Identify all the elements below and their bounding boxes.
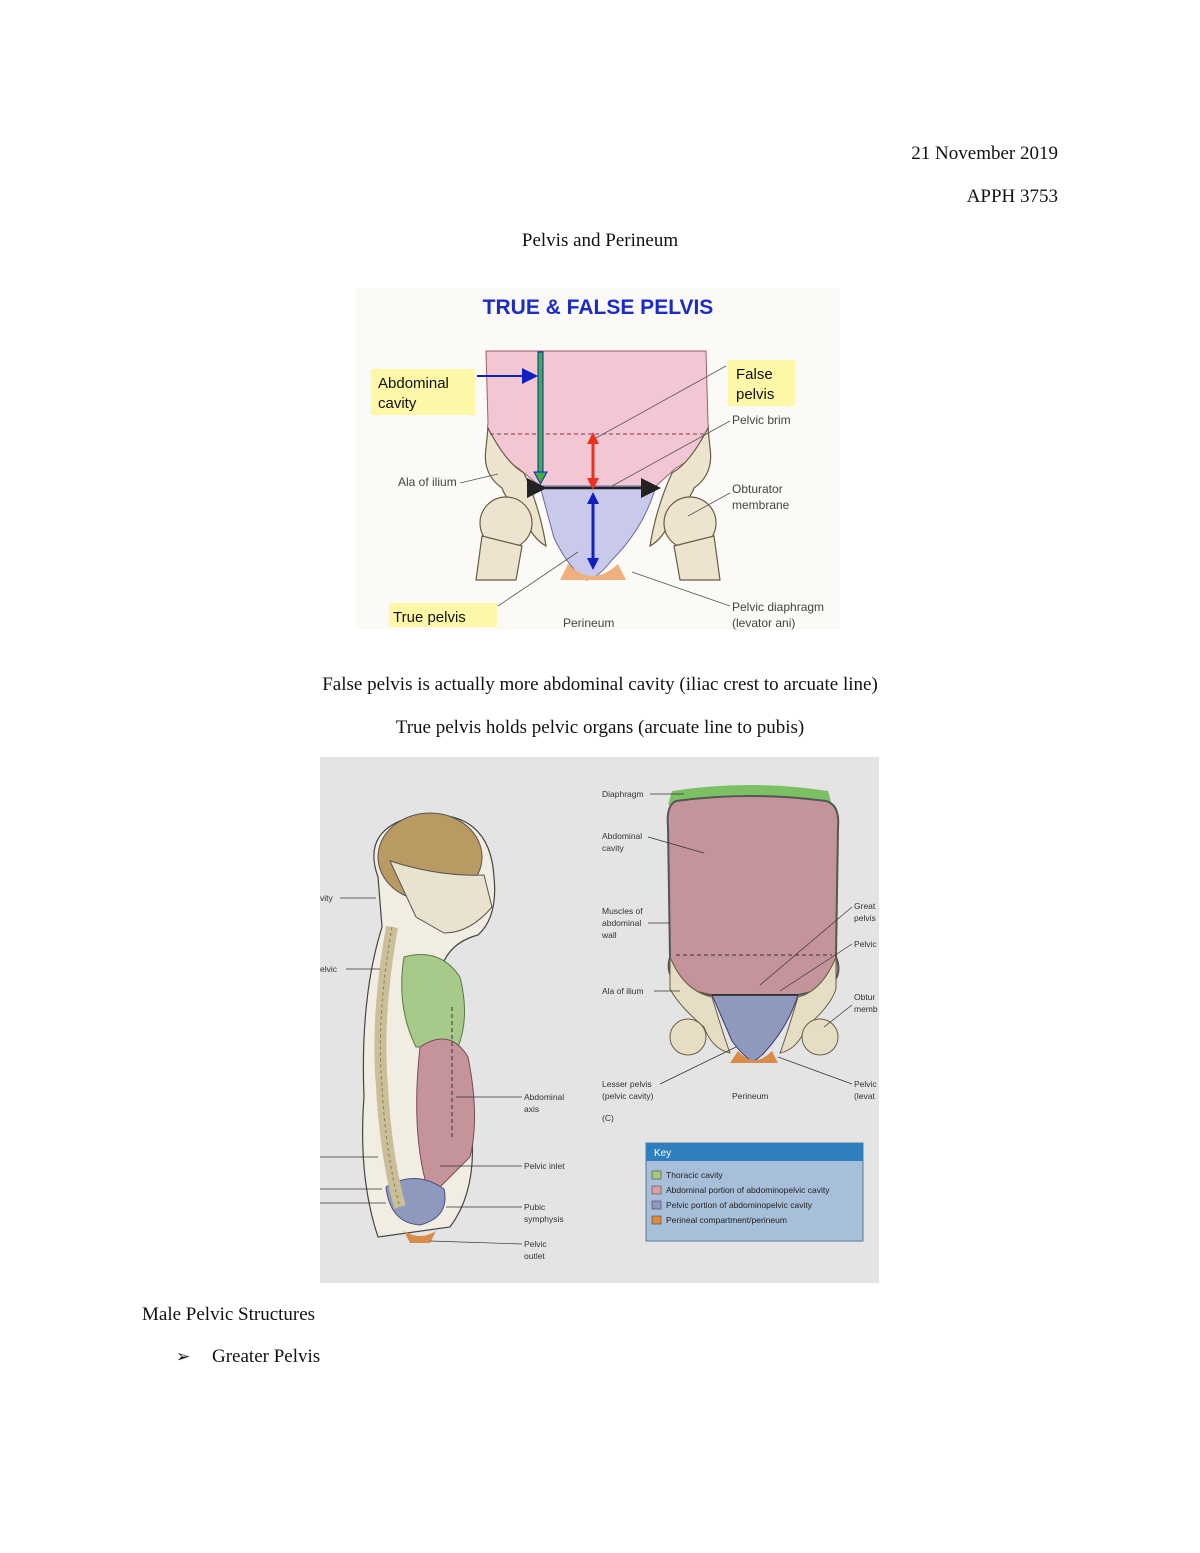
pelvic-diaphragm-label: Pelvic diaphragm xyxy=(732,600,824,614)
false-pelvis-label: False xyxy=(736,366,773,383)
perineum-label: Perineum xyxy=(563,616,614,630)
ala-of-ilium-label: Ala of ilium xyxy=(398,475,457,489)
green-arrow xyxy=(537,351,544,473)
pelvic-diaphragm-right-label-line2: (levat xyxy=(854,1091,875,1101)
page-title: Pelvis and Perineum xyxy=(521,230,679,251)
pelvic-outlet-label: Pelvic xyxy=(524,1239,547,1249)
key-swatch-thoracic xyxy=(651,1170,662,1180)
obturator-membrane-label: Obturator xyxy=(732,482,783,496)
muscles-abdominal-wall-label: Muscles of xyxy=(602,906,643,916)
key-swatch-pelvic xyxy=(651,1200,662,1210)
course-code: APPH 3753 xyxy=(966,186,1058,207)
abdominal-region xyxy=(485,350,709,487)
figure1-heading: TRUE & FALSE PELVIS xyxy=(483,296,714,319)
perineum-right-label: Perineum xyxy=(732,1091,768,1101)
perineum-region xyxy=(560,564,626,580)
key-label-perineal: Perineal compartment/perineum xyxy=(666,1215,787,1225)
pubic-symphysis-label: Pubic xyxy=(524,1202,546,1212)
thoracic-cavity-shape xyxy=(401,954,466,1048)
true-pelvis-box xyxy=(389,603,497,627)
lesser-pelvis-label: Lesser pelvis xyxy=(602,1079,652,1089)
abdominal-cavity-box xyxy=(371,369,475,415)
key-label-thoracic: Thoracic cavity xyxy=(666,1170,723,1180)
muscles-abdominal-wall-label-line2: abdominal xyxy=(602,918,641,928)
ala-of-ilium-right-label: Ala of ilium xyxy=(602,986,644,996)
abdominal-cavity-shape xyxy=(416,1038,476,1198)
left-pelvic-partial-label: elvic xyxy=(320,964,338,974)
abdominal-cavity-label: Abdominal xyxy=(378,375,449,392)
pelvic-inlet-label: Pelvic inlet xyxy=(524,1161,565,1171)
diaphragm-label: Diaphragm xyxy=(602,789,644,799)
date-text: 21 November 2019 xyxy=(911,143,1058,164)
caption-true-pelvis: True pelvis holds pelvic organs (arcuate… xyxy=(395,717,805,738)
abdominal-axis-label-line2: axis xyxy=(524,1104,539,1114)
key-heading: Key xyxy=(654,1148,671,1159)
false-pelvis-label-line2: pelvis xyxy=(736,386,774,403)
bullet-item: Greater Pelvis xyxy=(212,1346,321,1367)
pelvic-right-partial-label: Pelvic xyxy=(854,939,877,949)
caption-false-pelvis: False pelvis is actually more abdominal … xyxy=(322,674,878,695)
panel-letter-c: (C) xyxy=(602,1113,614,1123)
lesser-pelvis-label-line2: (pelvic cavity) xyxy=(602,1091,654,1101)
obturator-membrane-label-line2: membrane xyxy=(732,498,790,512)
right-hip-bone xyxy=(649,425,721,581)
greater-pelvis-label: Great xyxy=(854,901,876,911)
lateral-body-illustration xyxy=(362,812,496,1243)
false-pelvis-box xyxy=(728,360,795,406)
greater-pelvis-label-line2: pelvis xyxy=(854,913,876,923)
pelvic-brim-label: Pelvic brim xyxy=(732,413,791,427)
color-key: Key Thoracic cavity Abdominal portion of… xyxy=(645,1142,864,1242)
true-false-pelvis-figure: TRUE & FALSE PELVIS xyxy=(356,288,840,630)
pelvic-outlet-label-line2: outlet xyxy=(524,1251,545,1261)
frontal-cavity-illustration xyxy=(666,785,840,1063)
key-swatch-perineal xyxy=(651,1215,662,1225)
pelvic-diaphragm-right-label: Pelvic xyxy=(854,1079,877,1089)
left-cavity-partial-label: vity xyxy=(320,893,334,903)
abdominal-cavity-label-line2: cavity xyxy=(378,395,417,412)
key-swatch-abdominal xyxy=(651,1185,662,1195)
abdominal-cavity-right-label-line2: cavity xyxy=(602,843,624,853)
pelvic-region xyxy=(539,485,657,581)
obturator-right-label: Obtur xyxy=(854,992,875,1002)
left-hip-bone xyxy=(475,425,547,581)
true-pelvis-label: True pelvis xyxy=(393,609,466,626)
arrow-bullet-icon: ➢ xyxy=(176,1347,191,1367)
key-label-pelvic: Pelvic portion of abdominopelvic cavity xyxy=(666,1200,813,1210)
abdominal-cavity-right-label: Abdominal xyxy=(602,831,642,841)
muscles-abdominal-wall-label-line3: wall xyxy=(601,930,617,940)
section-heading: Male Pelvic Structures xyxy=(142,1304,316,1325)
pubic-symphysis-label-line2: symphysis xyxy=(524,1214,564,1224)
pelvic-diaphragm-label-line2: (levator ani) xyxy=(732,616,795,630)
obturator-right-label-line2: memb xyxy=(854,1004,878,1014)
abdominopelvic-cavity-figure: vity elvic Abdominal axis Pelvic inlet P… xyxy=(320,757,879,1283)
key-label-abdominal: Abdominal portion of abdominopelvic cavi… xyxy=(666,1185,830,1195)
abdominal-axis-label: Abdominal xyxy=(524,1092,564,1102)
